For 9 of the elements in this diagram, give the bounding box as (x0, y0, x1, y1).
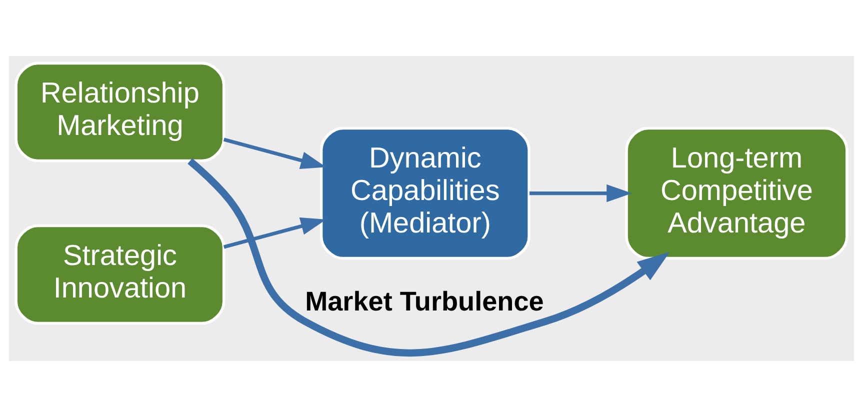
arrow (223, 138, 326, 170)
edge-label: Market Turbulence (305, 286, 544, 317)
node-box: Strategic Innovation (14, 224, 226, 325)
node-box: Dynamic Capabilities (Mediator) (320, 126, 530, 260)
arrow (188, 158, 670, 356)
arrow (530, 184, 632, 202)
node-box: Relationship Marketing (14, 62, 226, 162)
arrow (223, 218, 326, 249)
node-box: Long-term Competitive Advantage (625, 126, 848, 260)
